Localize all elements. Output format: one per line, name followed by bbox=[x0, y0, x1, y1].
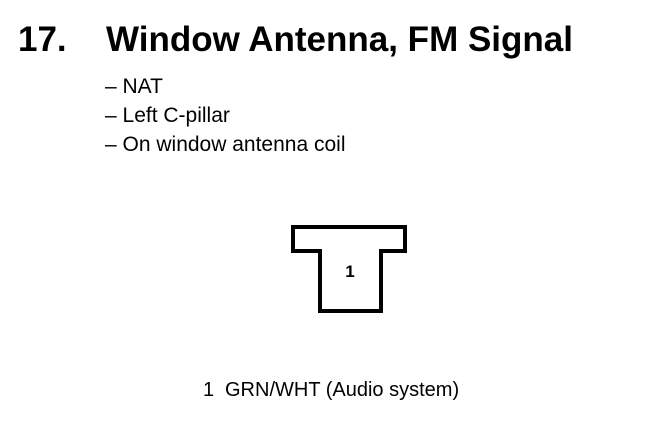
detail-item-location: Left C-pillar bbox=[105, 101, 346, 130]
pin-legend-number: 1 bbox=[203, 379, 215, 401]
connector-shape bbox=[291, 225, 407, 313]
pin-legend-description: GRN/WHT (Audio system) bbox=[225, 379, 460, 401]
connector-outline: 1 bbox=[291, 225, 407, 313]
location-details-list: NAT Left C-pillar On window antenna coil bbox=[105, 72, 346, 159]
section-title: Window Antenna, FM Signal bbox=[106, 20, 573, 59]
detail-item-type: NAT bbox=[105, 72, 346, 101]
section-number: 17. bbox=[18, 20, 67, 59]
section-heading: 17. Window Antenna, FM Signal bbox=[18, 18, 573, 62]
detail-item-position: On window antenna coil bbox=[105, 130, 346, 159]
pin-legend-row: 1 GRN/WHT (Audio system) bbox=[203, 376, 459, 404]
connector-pin-label: 1 bbox=[345, 262, 354, 281]
connector-diagram: 1 bbox=[285, 220, 411, 325]
